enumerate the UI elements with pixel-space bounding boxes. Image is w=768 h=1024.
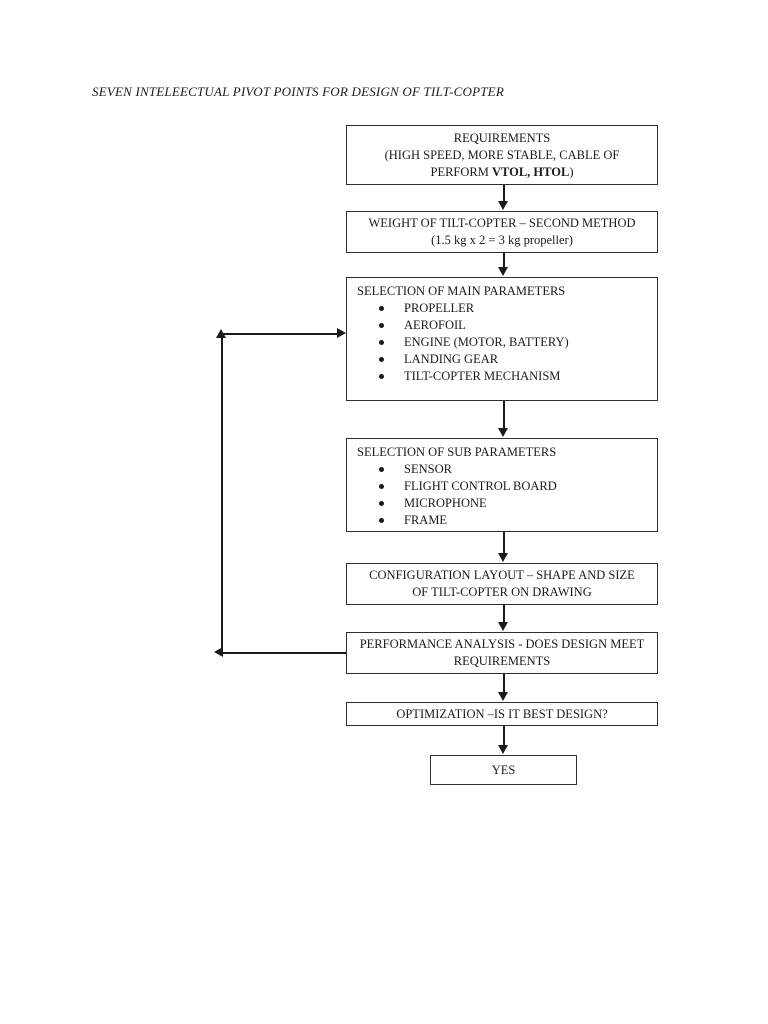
performance-line1: PERFORMANCE ANALYSIS - DOES DESIGN MEET (359, 637, 645, 651)
bullet-icon (379, 484, 384, 489)
bullet-icon (379, 501, 384, 506)
list-item: FRAME (357, 512, 651, 529)
main-parameters-item: TILT-COPTER MECHANISM (404, 369, 561, 383)
bullet-icon (379, 340, 384, 345)
main-parameters-item: AEROFOIL (404, 318, 466, 332)
weight-line2: (1.5 kg x 2 = 3 kg propeller) (431, 233, 573, 247)
feedback-top-line (221, 333, 338, 335)
connector-requirements-weight-line (503, 185, 505, 202)
requirements-line1: REQUIREMENTS (453, 130, 551, 145)
performance-line2: REQUIREMENTS (453, 654, 551, 668)
flow-box-yes: YES (430, 755, 577, 785)
configuration-line1: CONFIGURATION LAYOUT – SHAPE AND SIZE (369, 568, 635, 582)
list-item: AEROFOIL (357, 317, 651, 334)
optimization-line1: OPTIMIZATION –IS IT BEST DESIGN? (396, 706, 608, 721)
flow-box-sub-parameters: SELECTION OF SUB PARAMETERS SENSOR FLIGH… (346, 438, 658, 532)
connector-weight-main-arrowhead-icon (498, 267, 508, 276)
yes-label: YES (491, 762, 516, 777)
weight-line1: WEIGHT OF TILT-COPTER – SECOND METHOD (368, 216, 636, 230)
feedback-arrowhead-left-icon (214, 647, 223, 657)
requirements-line3: PERFORM VTOL, HTOL) (347, 164, 657, 181)
flow-box-requirements: REQUIREMENTS (HIGH SPEED, MORE STABLE, C… (346, 125, 658, 185)
bullet-icon (379, 357, 384, 362)
main-parameters-heading: SELECTION OF MAIN PARAMETERS (357, 284, 566, 298)
list-item: PROPELLER (357, 300, 651, 317)
sub-parameters-heading: SELECTION OF SUB PARAMETERS (357, 445, 557, 459)
connector-performance-optimization-line (503, 674, 505, 693)
connector-optimization-yes-line (503, 726, 505, 746)
configuration-line2: OF TILT-COPTER ON DRAWING (412, 585, 592, 599)
connector-optimization-yes-arrowhead-icon (498, 745, 508, 754)
flow-box-optimization: OPTIMIZATION –IS IT BEST DESIGN? (346, 702, 658, 726)
connector-requirements-weight-arrowhead-icon (498, 201, 508, 210)
sub-parameters-item: FRAME (404, 513, 448, 527)
connector-configuration-performance-arrowhead-icon (498, 622, 508, 631)
list-item: ENGINE (MOTOR, BATTERY) (357, 334, 651, 351)
requirements-line2: (HIGH SPEED, MORE STABLE, CABLE OF (384, 147, 620, 162)
connector-weight-main-line (503, 253, 505, 268)
connector-configuration-performance-line (503, 605, 505, 623)
feedback-bottom-line (221, 652, 346, 654)
flow-box-main-parameters: SELECTION OF MAIN PARAMETERS PROPELLER A… (346, 277, 658, 401)
flow-box-configuration: CONFIGURATION LAYOUT – SHAPE AND SIZE OF… (346, 563, 658, 605)
main-parameters-item: PROPELLER (404, 301, 475, 315)
main-parameters-item: ENGINE (MOTOR, BATTERY) (404, 335, 569, 349)
bullet-icon (379, 374, 384, 379)
list-item: MICROPHONE (357, 495, 651, 512)
requirements-line3-suffix: ) (569, 164, 574, 179)
requirements-line3-bold: VTOL, HTOL (491, 164, 570, 179)
bullet-icon (379, 518, 384, 523)
connector-main-sub-line (503, 401, 505, 429)
connector-performance-optimization-arrowhead-icon (498, 692, 508, 701)
feedback-vertical-line (221, 338, 223, 653)
list-item: TILT-COPTER MECHANISM (357, 368, 651, 385)
connector-sub-configuration-arrowhead-icon (498, 553, 508, 562)
list-item: FLIGHT CONTROL BOARD (357, 478, 651, 495)
sub-parameters-item: FLIGHT CONTROL BOARD (404, 479, 557, 493)
bullet-icon (379, 306, 384, 311)
bullet-icon (379, 467, 384, 472)
feedback-arrowhead-right-icon (337, 328, 346, 338)
sub-parameters-item: SENSOR (404, 462, 452, 476)
connector-main-sub-arrowhead-icon (498, 428, 508, 437)
flow-box-performance: PERFORMANCE ANALYSIS - DOES DESIGN MEET … (346, 632, 658, 674)
bullet-icon (379, 323, 384, 328)
page-title: SEVEN INTELEECTUAL PIVOT POINTS FOR DESI… (92, 84, 504, 99)
connector-sub-configuration-line (503, 532, 505, 554)
requirements-line3-prefix: PERFORM (430, 164, 492, 179)
flow-box-weight: WEIGHT OF TILT-COPTER – SECOND METHOD (1… (346, 211, 658, 253)
main-parameters-item: LANDING GEAR (404, 352, 499, 366)
list-item: LANDING GEAR (357, 351, 651, 368)
sub-parameters-item: MICROPHONE (404, 496, 487, 510)
list-item: SENSOR (357, 461, 651, 478)
